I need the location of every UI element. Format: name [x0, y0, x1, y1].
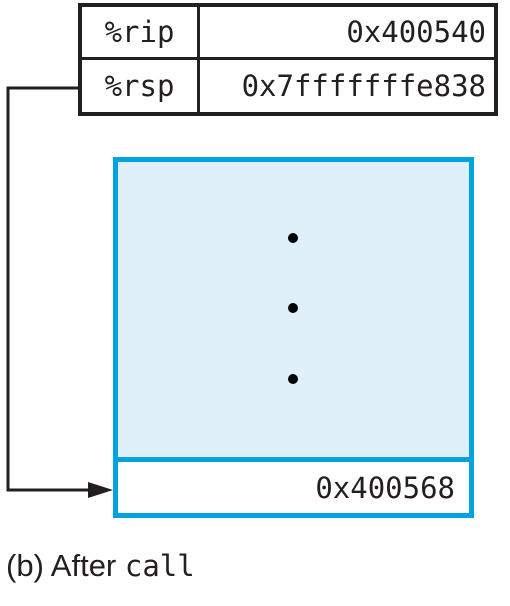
register-name-rsp: %rsp: [82, 59, 200, 112]
figure-caption: (b) After call: [6, 548, 195, 584]
register-row-rsp: %rsp 0x7fffffffe838: [82, 59, 494, 112]
stack-slot-return-address: 0x400568: [315, 470, 455, 505]
register-table: %rip 0x400540 %rsp 0x7fffffffe838: [78, 3, 498, 116]
register-name-rip: %rip: [82, 7, 200, 57]
register-row-rip: %rip 0x400540: [82, 7, 494, 60]
stack-upper-region: [118, 162, 469, 462]
ellipsis-dot: [288, 233, 298, 243]
arrowhead: [88, 482, 113, 498]
caption-code: call: [124, 549, 195, 583]
ellipsis-dot: [288, 303, 298, 313]
caption-label: (b) After: [6, 548, 117, 583]
stack-frame: 0x400568: [113, 157, 474, 518]
ellipsis-dot: [288, 374, 298, 384]
pointer-line: [6, 86, 98, 492]
register-value-rsp: 0x7fffffffe838: [241, 68, 486, 103]
register-value-rip: 0x400540: [346, 14, 486, 49]
